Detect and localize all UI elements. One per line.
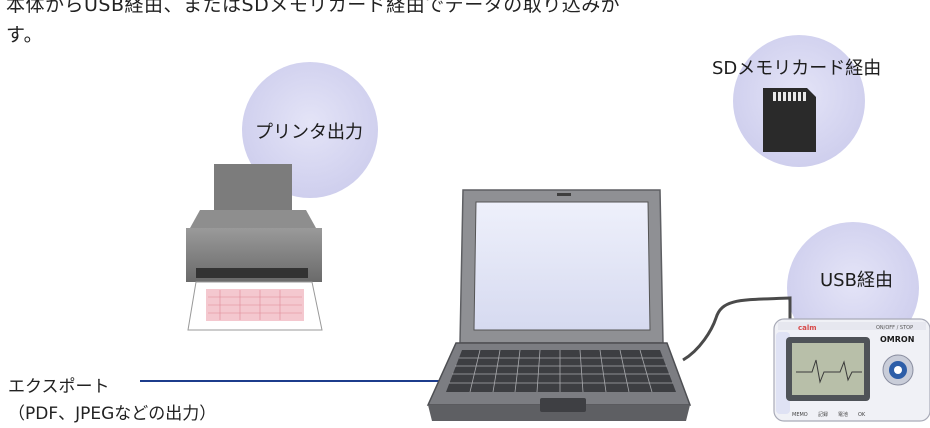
intro-line-2: す。 bbox=[6, 24, 44, 46]
printer-output-label: プリンタ出力 bbox=[255, 122, 363, 143]
usb-label: USB経由 bbox=[820, 270, 893, 291]
intro-line-1: 本体からUSB経由、またはSDメモリカード経由でデータの取り込みが bbox=[6, 0, 621, 16]
printer-icon bbox=[186, 164, 323, 331]
device-button-label: ON/OFF / STOP bbox=[876, 325, 913, 331]
device-bottom-label-4: OK bbox=[858, 412, 866, 418]
intro-text: 本体からUSB経由、またはSDメモリカード経由でデータの取り込みが す。 bbox=[6, 0, 766, 50]
sd-card-icon bbox=[763, 88, 816, 152]
device-brand: OMRON bbox=[880, 335, 914, 344]
usb-cable bbox=[682, 296, 792, 362]
ecg-device-icon: calm ON/OFF / STOP OMRON MEMO 記録 電池 OK bbox=[773, 318, 930, 422]
sd-card-label: SDメモリカード経由 bbox=[712, 58, 882, 79]
export-label-line-2: （PDF、JPEGなどの出力） bbox=[8, 404, 217, 424]
device-bottom-label-2: 記録 bbox=[818, 411, 828, 418]
export-label-line-1: エクスポート bbox=[8, 377, 110, 397]
device-bottom-label-3: 電池 bbox=[838, 411, 848, 418]
laptop-icon bbox=[426, 189, 692, 421]
device-model-tag: calm bbox=[798, 324, 817, 332]
device-bottom-label-1: MEMO bbox=[792, 412, 808, 418]
export-label: エクスポート （PDF、JPEGなどの出力） bbox=[8, 374, 216, 428]
